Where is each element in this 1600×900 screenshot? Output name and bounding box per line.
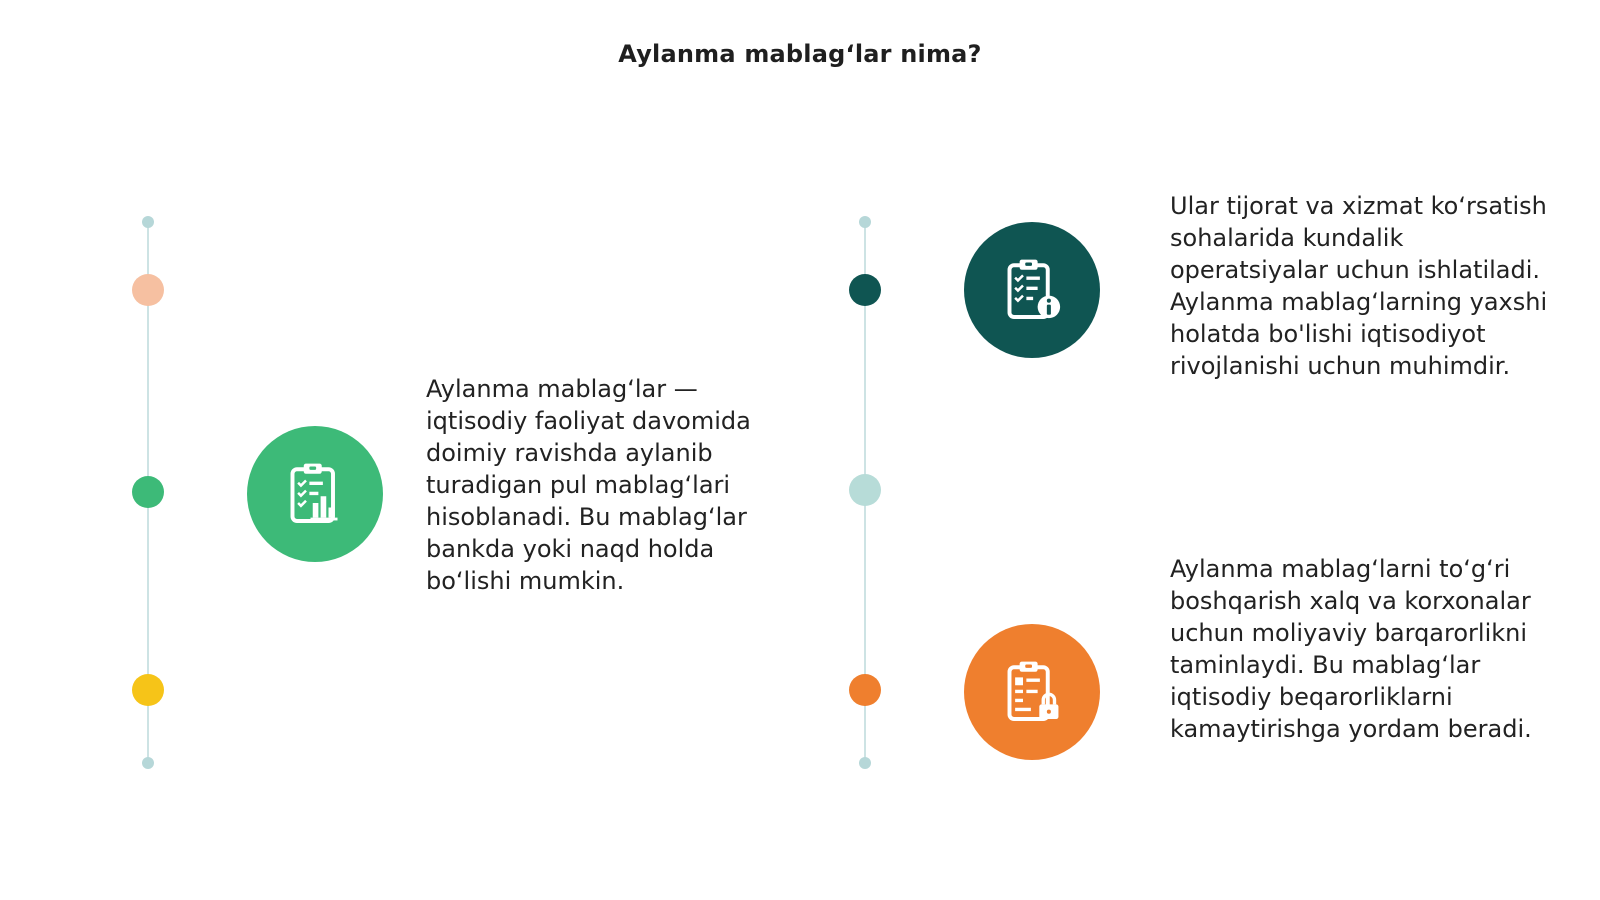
clipboard-info-icon (1007, 259, 1061, 319)
clipboard-chart-icon (290, 463, 338, 523)
timeline-left-end-dot (142, 757, 154, 769)
timeline-left-dot-1 (132, 274, 164, 306)
clipboard-lock-circle (964, 624, 1100, 760)
timeline-left-dot-3 (132, 674, 164, 706)
right-description-1: Ular tijorat va xizmat ko‘rsatish sohala… (1170, 192, 1548, 380)
timeline-right-dot-3 (849, 674, 881, 706)
page-title: Aylanma mablag‘lar nima? (618, 40, 982, 68)
timeline-right-dot-1 (849, 274, 881, 306)
timeline-left-start-dot (142, 216, 154, 228)
right-description-2: Aylanma mablag‘larni to‘g‘ri boshqarish … (1170, 555, 1532, 743)
timeline-right-end-dot (859, 757, 871, 769)
timeline-left-dot-2 (132, 476, 164, 508)
timeline-right-start-dot (859, 216, 871, 228)
clipboard-chart-circle (247, 426, 383, 562)
left-description: Aylanma mablag‘lar — iqtisodiy faoliyat … (426, 375, 751, 595)
clipboard-lock-icon (1007, 661, 1059, 721)
timeline-right-dot-2 (849, 474, 881, 506)
clipboard-info-circle (964, 222, 1100, 358)
